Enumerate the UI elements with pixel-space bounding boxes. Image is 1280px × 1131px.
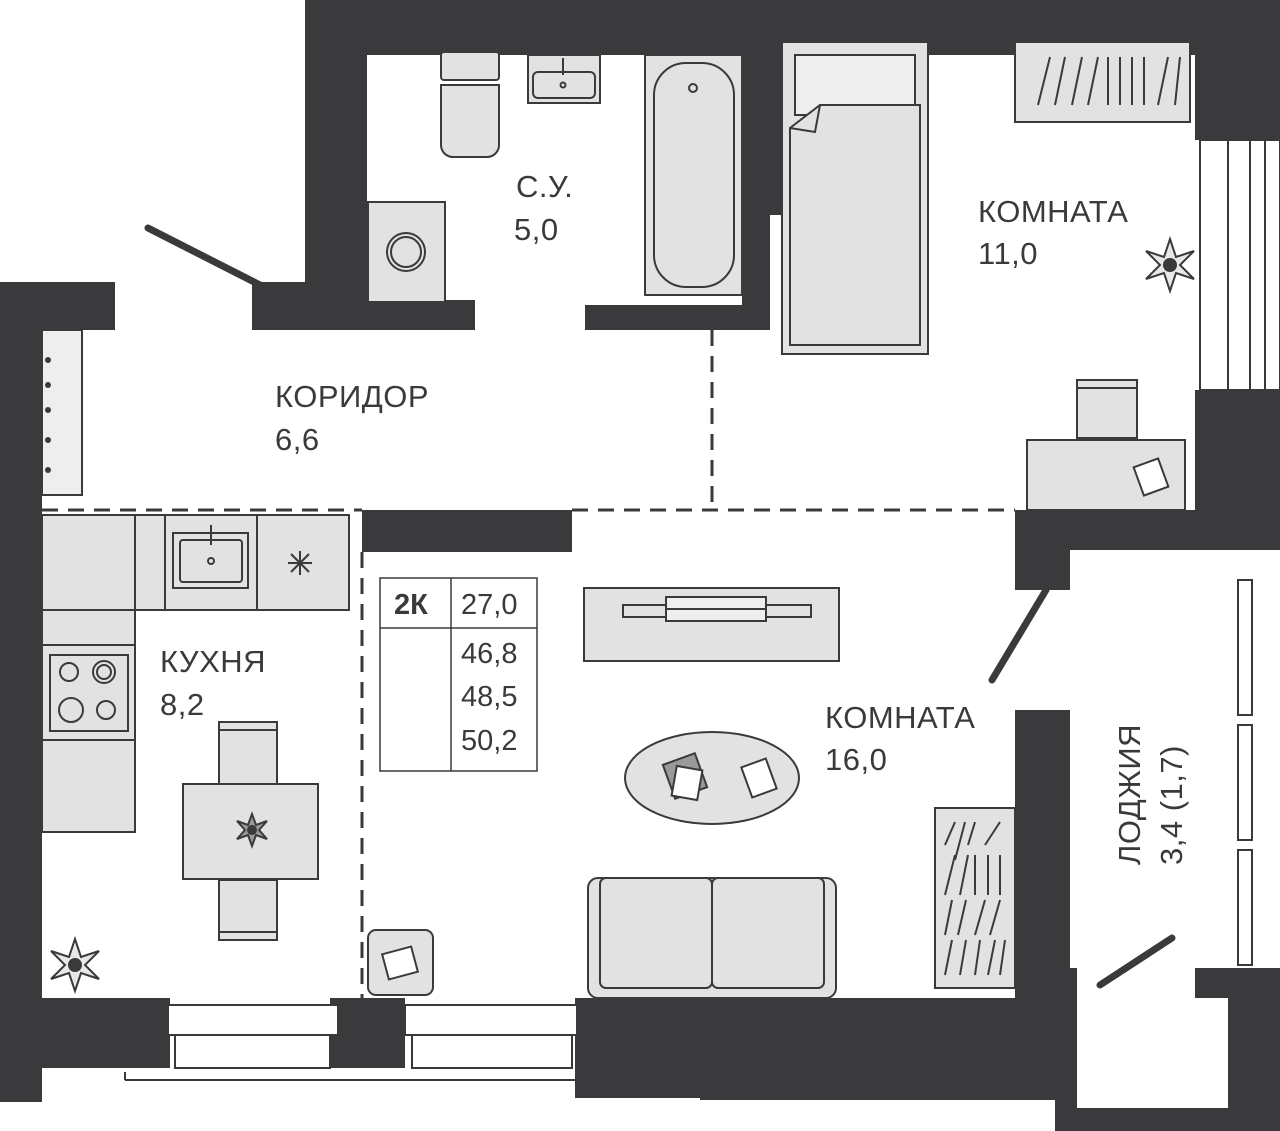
bathroom-name: С.У. [516, 169, 573, 204]
bed-icon [781, 41, 929, 355]
doors [144, 224, 1176, 989]
table-value-area-2: 48,5 [461, 681, 517, 713]
sofa-icon [587, 877, 837, 999]
area-summary-table: 2К 27,0 46,8 48,5 50,2 [379, 577, 538, 772]
table-value-living-area: 27,0 [461, 589, 517, 621]
sink-icon [527, 54, 601, 104]
table-value-area-3: 50,2 [461, 725, 517, 757]
apartment-type: 2К [394, 589, 428, 621]
washing-machine-icon [367, 201, 446, 303]
wardrobe-icon [934, 807, 1016, 989]
bedroom-name: КОМНАТА [978, 194, 1128, 229]
lamp-icon-kitchen [50, 935, 100, 995]
living-room-name: КОМНАТА [825, 700, 975, 735]
table-value-area-1: 46,8 [461, 638, 517, 670]
kitchen-lamp-icon [288, 551, 312, 575]
corridor-name: КОРИДОР [275, 379, 429, 414]
shoe-rack-icon [41, 329, 83, 496]
bathroom-area: 5,0 [514, 212, 559, 247]
coffee-table-icon [624, 731, 800, 825]
windows [124, 139, 1280, 1081]
tv-stand-icon [583, 587, 840, 662]
kitchen-sink-icon [172, 525, 249, 589]
zone-dividers [42, 330, 1015, 998]
desk-icon [1026, 379, 1186, 511]
dining-table-icon [182, 721, 319, 941]
bathtub-icon [644, 54, 743, 296]
kitchen-area: 8,2 [160, 687, 205, 722]
loggia-area: 3,4 (1,7) [1154, 745, 1189, 865]
armchair-icon [367, 929, 434, 996]
kitchen-name: КУХНЯ [160, 644, 266, 679]
living-room-area: 16,0 [825, 742, 887, 777]
stove-icon [41, 644, 136, 741]
lamp-icon-bedroom [1145, 235, 1195, 295]
radiator-icon [1014, 41, 1191, 123]
corridor-area: 6,6 [275, 422, 320, 457]
room-labels: С.У. 5,0 КОМНАТА 11,0 КОРИДОР 6,6 КУХНЯ … [160, 169, 1189, 865]
loggia-name: ЛОДЖИЯ [1112, 724, 1147, 865]
toilet-icon [440, 51, 500, 158]
bedroom-area: 11,0 [978, 236, 1038, 271]
